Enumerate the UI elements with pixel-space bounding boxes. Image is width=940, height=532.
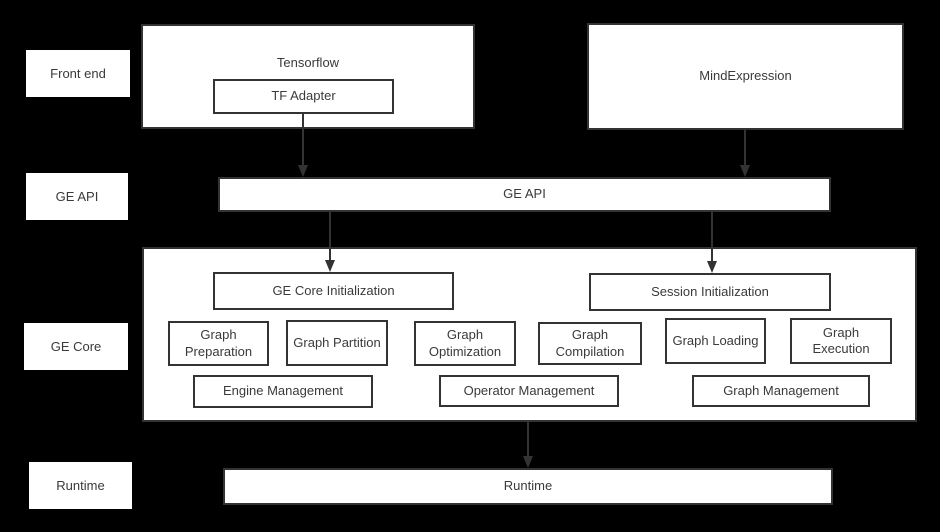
operator-management-box: Operator Management (439, 375, 619, 407)
session-initialization-box: Session Initialization (589, 273, 831, 311)
graph-management-box: Graph Management (692, 375, 870, 407)
arrow-ge-api-to-session-initialization (707, 212, 717, 273)
graph-partition-box: Graph Partition (286, 320, 388, 366)
row-label-front-end: Front end (26, 50, 130, 97)
graph-execution-box: Graph Execution (790, 318, 892, 364)
graph-compilation-box: Graph Compilation (538, 322, 642, 365)
graph-preparation-box: Graph Preparation (168, 321, 269, 366)
row-label-ge-api: GE API (26, 173, 128, 220)
runtime-bar: Runtime (223, 468, 833, 505)
engine-management-box: Engine Management (193, 375, 373, 408)
arrow-tf-adapter-to-ge-api (298, 114, 308, 177)
ge-api-bar: GE API (218, 177, 831, 212)
arrow-ge-core-to-runtime (523, 422, 533, 468)
row-label-ge-core: GE Core (24, 323, 128, 370)
mind-expression-box: MindExpression (587, 23, 904, 130)
tensorflow-label: Tensorflow (276, 55, 340, 70)
row-label-runtime: Runtime (29, 462, 132, 509)
graph-optimization-box: Graph Optimization (414, 321, 516, 366)
ge-core-initialization-box: GE Core Initialization (213, 272, 454, 310)
tensorflow-box: Tensorflow TF Adapter (141, 24, 475, 129)
arrow-ge-api-to-ge-core-initialization (325, 212, 335, 272)
tf-adapter-box: TF Adapter (213, 79, 394, 114)
ge-core-container: GE Core Initialization Session Initializ… (142, 247, 917, 422)
arrow-mind-expression-to-ge-api (740, 130, 750, 177)
graph-loading-box: Graph Loading (665, 318, 766, 364)
